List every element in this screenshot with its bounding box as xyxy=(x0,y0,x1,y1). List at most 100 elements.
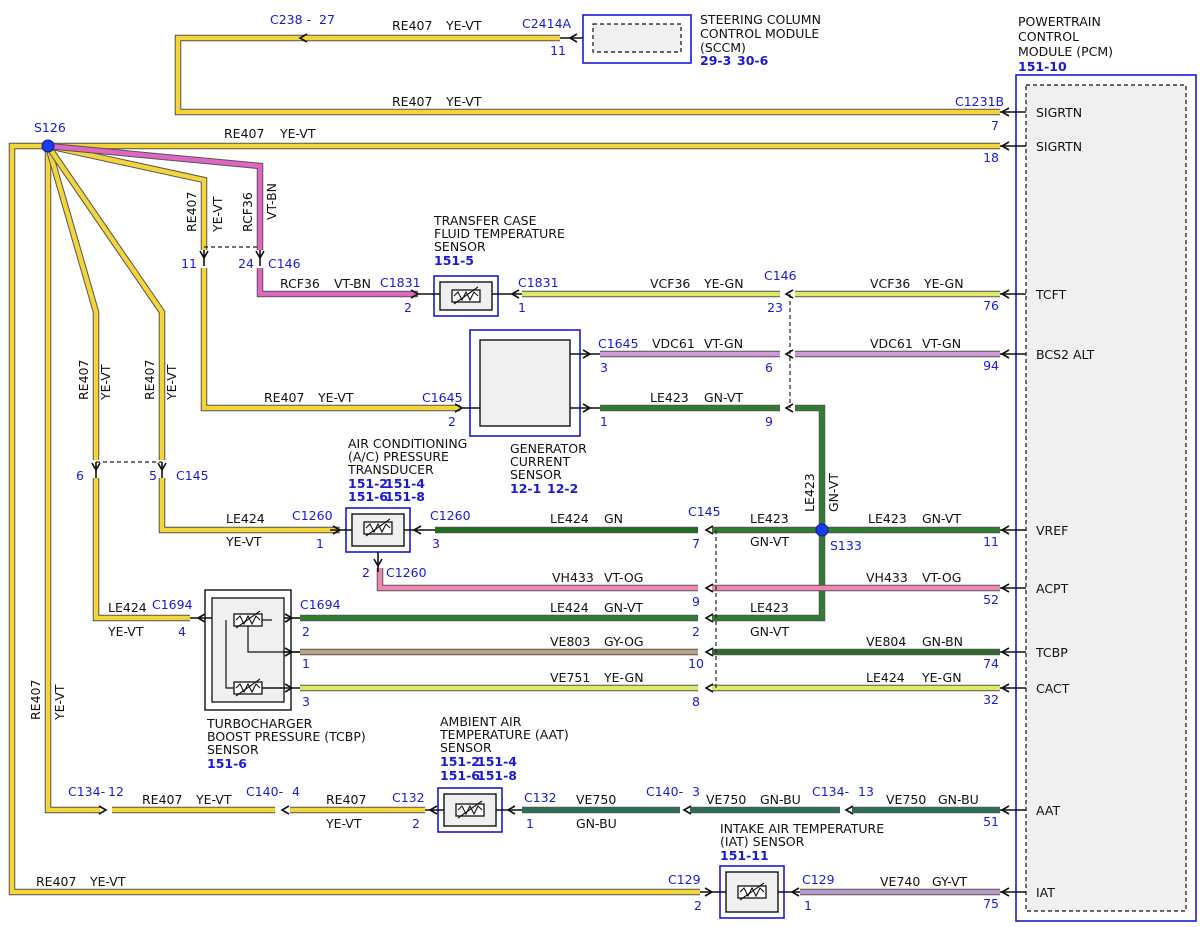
wire-code: RE407 xyxy=(36,874,76,889)
pcm-pin-label: VREF xyxy=(1036,523,1068,538)
pcm-pin-label: SIGRTN xyxy=(1036,139,1082,154)
thermistor-icon-slash xyxy=(739,882,765,901)
connector-arrow xyxy=(704,887,714,897)
sccm-connector-label: C2414A xyxy=(522,16,572,31)
generator-sensor-outer xyxy=(469,329,581,437)
c145-pin: 2 xyxy=(692,624,700,639)
c1694-label: C1694 xyxy=(152,597,193,612)
pcm-pin-number: 11 xyxy=(983,534,999,549)
wire-code: LE424 xyxy=(550,511,589,526)
aat-ref: 151-8 xyxy=(477,768,517,783)
wire-vh433-c1260-c145 xyxy=(377,568,698,591)
tcft-sensor-box-outer xyxy=(433,275,499,317)
generator-title-line: GENERATOR xyxy=(510,441,587,456)
wire-code: VDC61 xyxy=(870,336,913,351)
c1645-pin: 1 xyxy=(600,414,608,429)
connector-arrow xyxy=(199,250,209,260)
c1260-label: C1260 xyxy=(430,508,471,523)
thermistor-icon-zigzag xyxy=(453,290,479,302)
c134-label: C134- xyxy=(812,784,849,799)
wire-re407-s126-c145-6 xyxy=(45,145,99,460)
pcm-pin-number: 76 xyxy=(983,298,999,313)
pcm-pin-label: ACPT xyxy=(1036,581,1069,596)
pcm-pin-arrow xyxy=(1000,289,1010,299)
tcft-title-line: TRANSFER CASE xyxy=(433,213,537,228)
thermistor-icon-zigzag xyxy=(457,804,483,816)
iat-title-line: INTAKE AIR TEMPERATURE xyxy=(720,821,884,836)
thermistor-icon-slash xyxy=(457,800,483,819)
aat-ref: 151-4 xyxy=(477,754,517,769)
thermistor-icon-zigzag xyxy=(739,886,765,898)
c1260-label: C1260 xyxy=(292,508,333,523)
c132-label: C132 xyxy=(524,790,557,805)
wire-re407-sccm-pcm-edge xyxy=(174,34,1000,116)
splice-s133 xyxy=(815,523,829,537)
pcm-ref: 151-10 xyxy=(1018,59,1067,74)
aat-ref: 151-6 xyxy=(440,768,480,783)
wire-color: YE-VT xyxy=(317,390,354,405)
connector-arrow xyxy=(704,525,714,535)
generator-ref: 12-2 xyxy=(547,481,578,496)
thermistor-icon-zigzag xyxy=(235,682,261,694)
wire-code: RE407 xyxy=(326,792,366,807)
wire-color: VT-OG xyxy=(922,570,961,585)
connector-arrow xyxy=(704,613,714,623)
pcm-title-line: MODULE (PCM) xyxy=(1018,44,1113,59)
splice-s126 xyxy=(41,139,55,153)
pcm-pin-arrow xyxy=(1000,887,1010,897)
wire-le423-s133-c145-2 xyxy=(712,530,825,621)
module-layer xyxy=(41,14,1197,922)
ac-title-line: TRANSDUCER xyxy=(347,462,434,477)
wire-color: YE-VT xyxy=(325,816,362,831)
generator-ref: 12-1 xyxy=(510,481,541,496)
wire-vh433-c1260-c145-edge xyxy=(376,568,698,592)
wire-color: GY-OG xyxy=(604,634,644,649)
connector-arrow xyxy=(284,613,294,623)
connector-arrow xyxy=(157,462,167,472)
wire-color: YE-VT xyxy=(445,18,482,33)
thermistor-icon-zigzag xyxy=(365,522,391,534)
c145-pin: 8 xyxy=(692,694,700,709)
pcm-pin-arrow xyxy=(1000,583,1010,593)
pcm-pin-number: 75 xyxy=(983,896,999,911)
wire-code: RE407 xyxy=(28,680,43,720)
wire-code: LE423 xyxy=(868,511,907,526)
wire-code: RE407 xyxy=(142,792,182,807)
wire-code: LE424 xyxy=(866,670,905,685)
wire-code: LE423 xyxy=(650,390,689,405)
c1260-pin: 3 xyxy=(432,536,440,551)
connector-arrow xyxy=(280,805,290,815)
connector-arrow xyxy=(98,805,108,815)
connector-arrow xyxy=(412,525,422,535)
wire-color: VT-OG xyxy=(604,570,643,585)
wire-re407-sccm-pcm xyxy=(175,35,1000,115)
wire-code: RE407 xyxy=(184,192,199,232)
thermistor-icon-zigzag xyxy=(235,614,261,626)
tcbp-sensor-outer xyxy=(204,589,292,711)
connector-arrow xyxy=(784,349,794,359)
c140-label: C140- xyxy=(646,784,683,799)
connector-arrow xyxy=(582,403,592,413)
c140-pin: 4 xyxy=(292,784,300,799)
wire-color: GN-VT xyxy=(704,390,743,405)
wire-code: RE407 xyxy=(392,18,432,33)
c1645-pin: 3 xyxy=(600,360,608,375)
generator-sensor-inner xyxy=(479,339,571,427)
pcm-pin-label: TCFT xyxy=(1035,287,1067,302)
wire-color: GN-VT xyxy=(922,511,961,526)
c145-pin: 6 xyxy=(76,468,84,483)
wire-code: VE750 xyxy=(576,792,616,807)
connector-arrow xyxy=(454,403,464,413)
wire-color: GY-VT xyxy=(932,874,968,889)
wire-code: VCF36 xyxy=(870,276,910,291)
wire-code: RCF36 xyxy=(240,192,255,232)
tcbp-title-line: TURBOCHARGER xyxy=(206,716,313,731)
ac-ref: 151-6 xyxy=(348,489,388,504)
c1645-label: C1645 xyxy=(422,390,463,405)
tcbp-internal-wire xyxy=(225,620,234,689)
wire-code: LE424 xyxy=(108,600,147,615)
wire-re407-s126-c145-5-edge xyxy=(45,144,166,460)
connector-arrow xyxy=(844,805,854,815)
